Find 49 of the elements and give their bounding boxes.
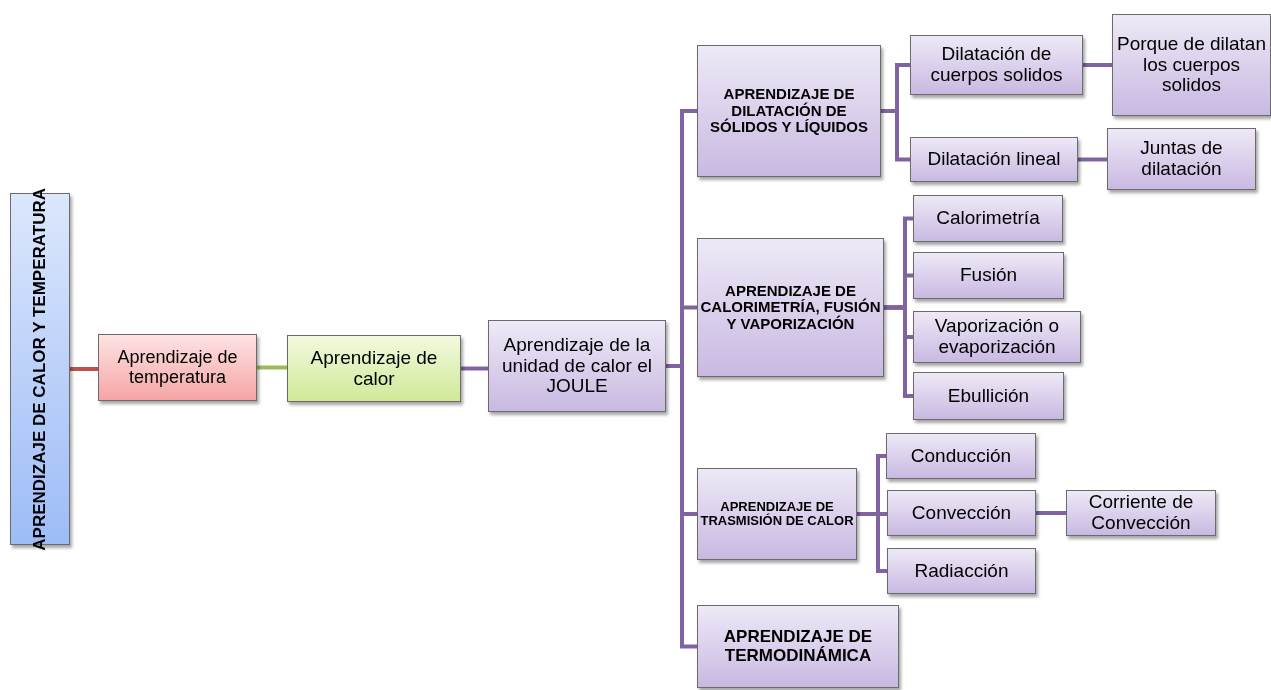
box-label: Juntas de dilatación [1139,138,1224,180]
connector-line [884,305,913,398]
box-label: Calorimetría [936,208,1040,229]
box-label: Dilatación lineal [927,149,1061,170]
connector-line [1083,63,1112,67]
box-label: APRENDIZAJE DE TRASMISIÓN DE CALOR [699,499,855,529]
box-label: Radiacción [914,560,1009,582]
connector-line [1078,157,1107,162]
box-label: APRENDIZAJE DE TERMODINÁMICA [722,627,874,666]
topic-box [697,45,881,177]
box-label: APRENDIZAJE DE DILATACIÓN DE SÓLIDOS Y LÍQUIDOS [709,86,869,136]
subtopic-box [1107,128,1256,190]
connector-line [1036,511,1066,515]
connector-line [257,365,287,370]
box-label: APRENDIZAJE DE CALORIMETRÍA, FUSIÓN Y VAPORIZACIÓN [699,282,882,333]
subtopic-box [1112,14,1271,116]
box-label: Aprendizaje de la unidad de calor el JOULE [501,334,653,398]
box-label: Corriente de Convección [1087,492,1195,534]
connector-line [881,109,910,162]
box-label: Dilatación de cuerpos solidos [929,44,1064,86]
subtopic-box [287,335,461,402]
box-label: Fusión [960,265,1017,286]
connector-line [857,512,887,573]
subtopic-box [910,35,1083,95]
subtopic-box [1066,490,1216,536]
subtopic-box [887,548,1036,594]
topic-box [697,238,884,377]
subtopic-box [913,195,1063,242]
box-label: Ebullición [947,385,1030,407]
box-label: Convección [911,502,1012,524]
box-label: APRENDIZAJE DE CALOR Y TEMPERATURA [30,187,50,551]
subtopic-box [98,334,257,401]
subtopic-box [488,320,666,412]
box-label: Vaporización o evaporización [933,316,1061,358]
connector-line [70,367,98,371]
box-label: Aprendizaje de calor [309,347,439,390]
box-label: Aprendizaje de temperatura [116,347,239,388]
topic-box [697,605,899,688]
subtopic-box [886,433,1036,479]
connector-line [666,364,697,649]
box-label: Conducción [910,445,1012,467]
subtopic-box [913,372,1064,420]
subtopic-box [913,311,1081,363]
box-label: Porque de dilatan los cuerpos solidos [1116,33,1267,97]
subtopic-box [910,137,1078,182]
topic-box [697,468,857,560]
connector-line [461,366,488,371]
subtopic-box [887,490,1036,536]
subtopic-box [913,252,1064,299]
